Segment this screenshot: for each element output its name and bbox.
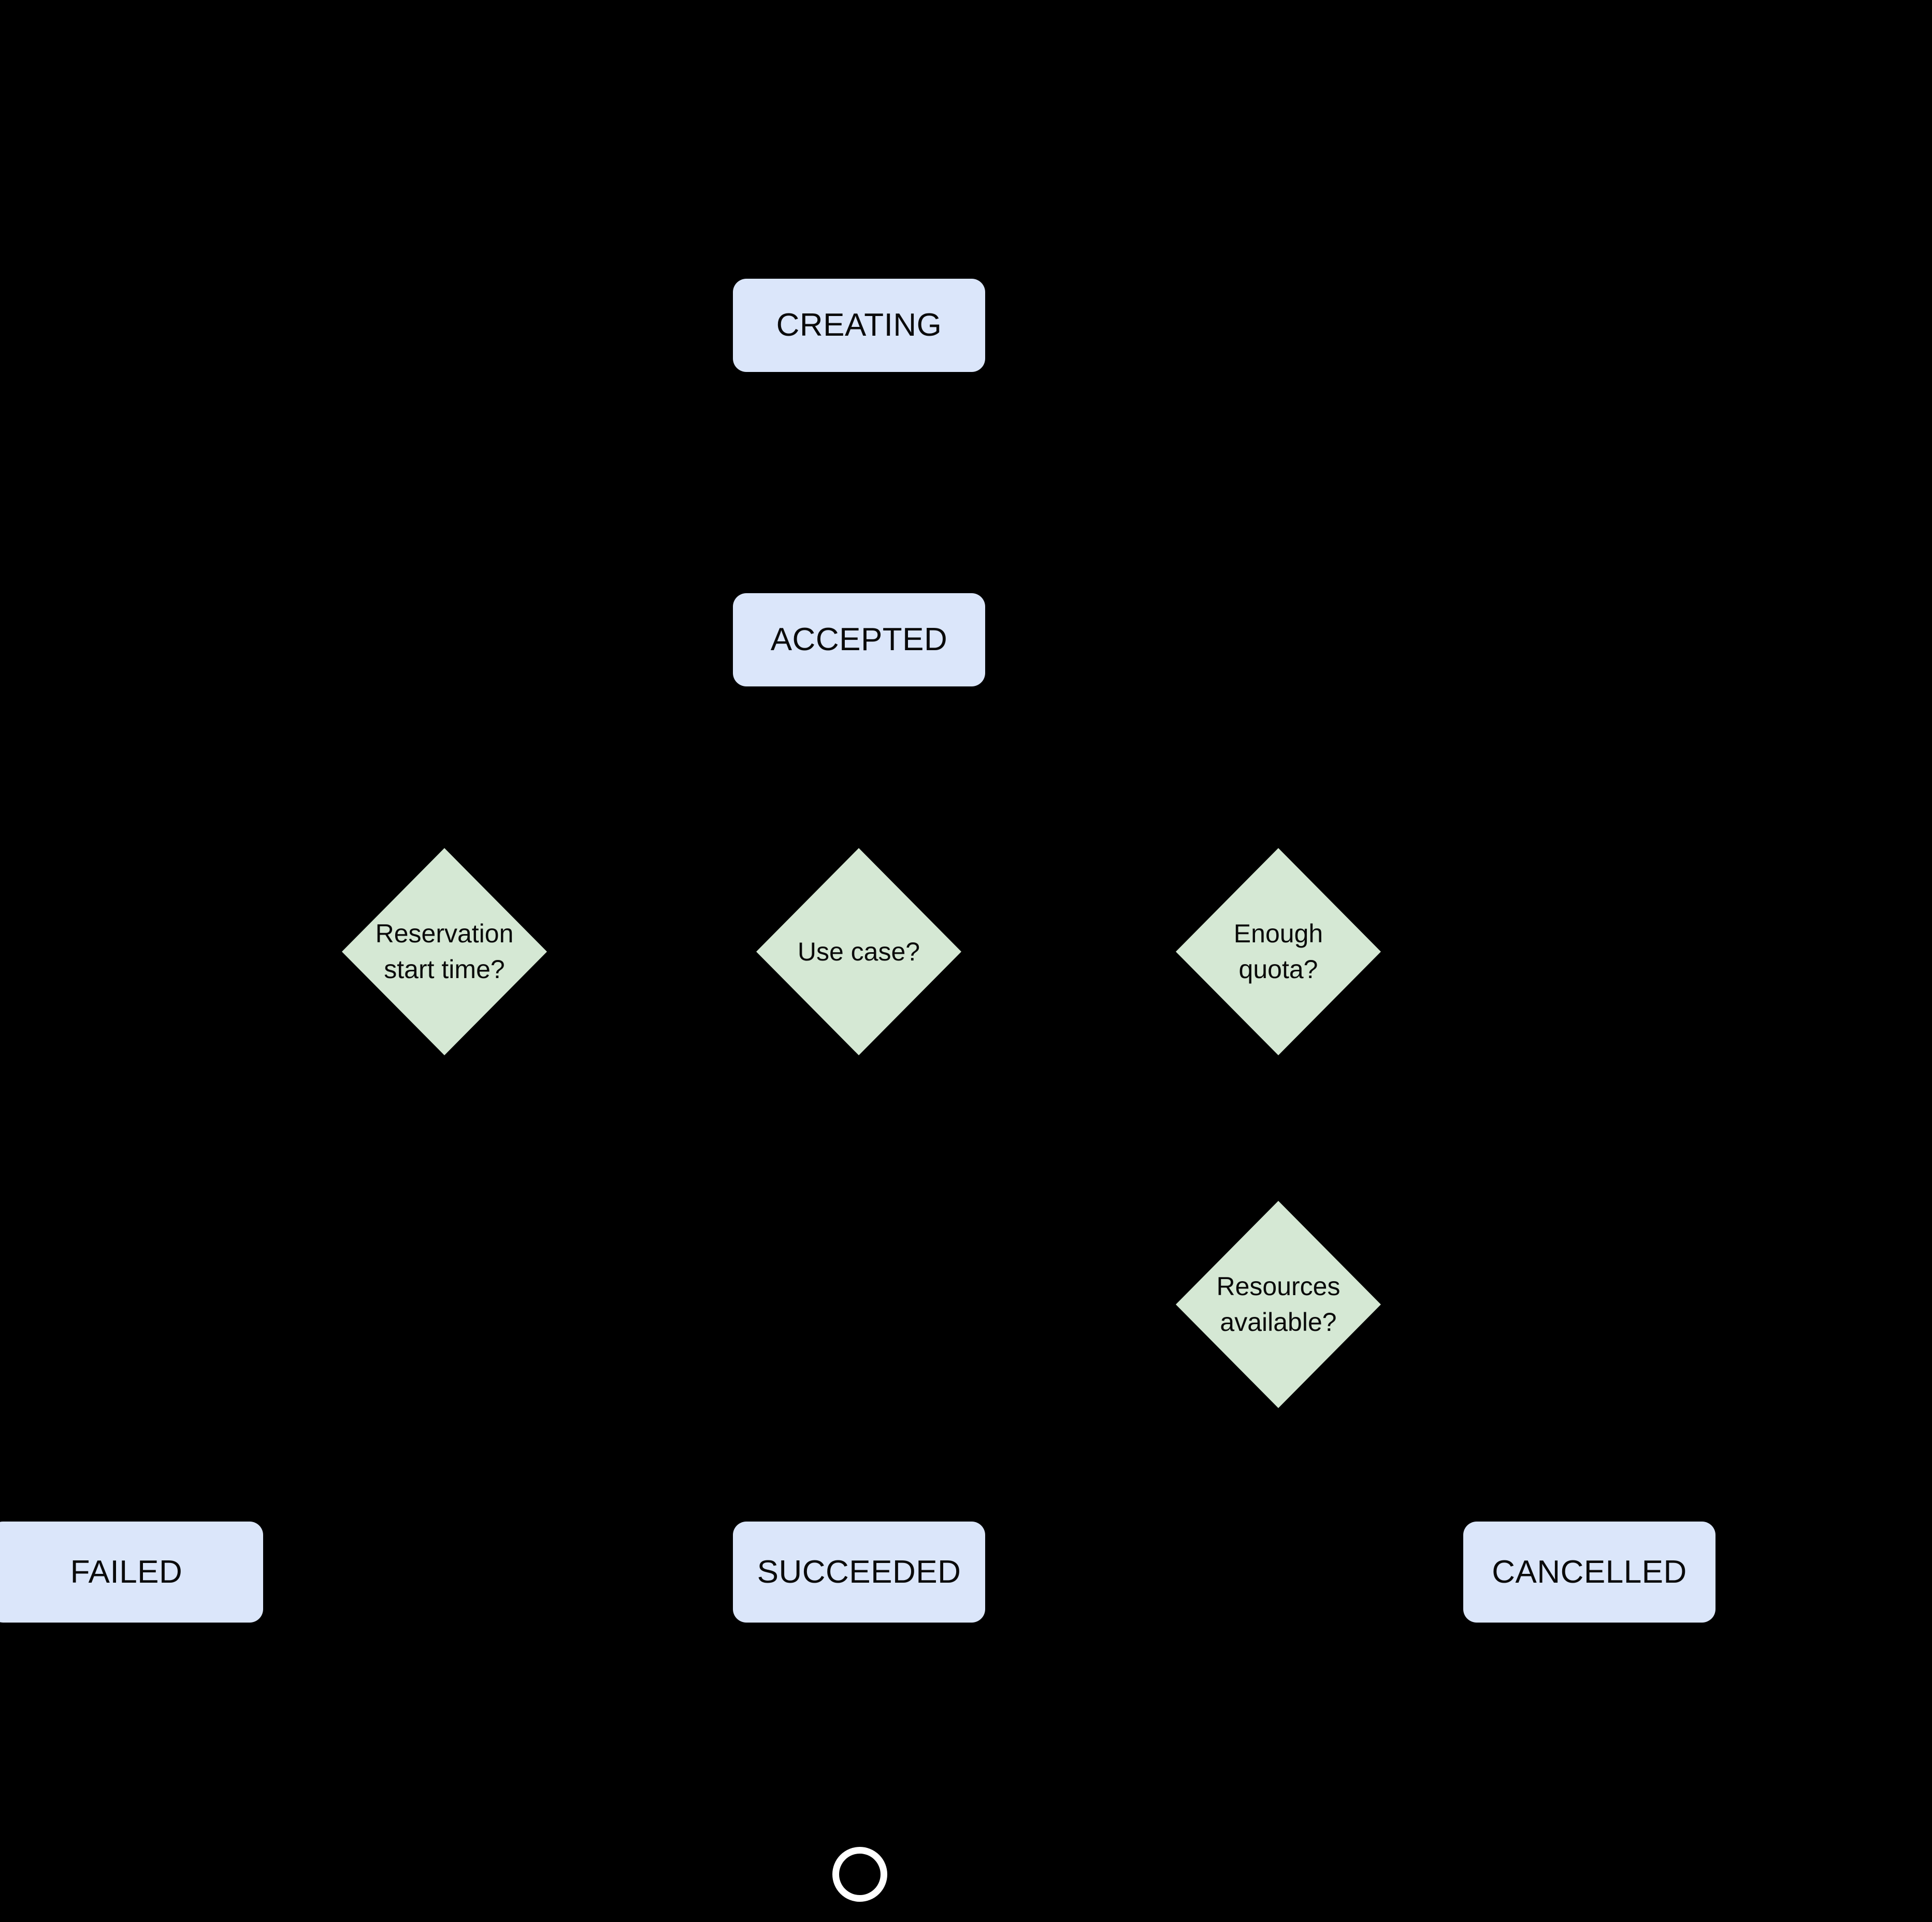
decision-node-enough-quota-label: Enough quota? [1233, 919, 1323, 984]
decision-node-reservation-start-time-label: Reservation start time? [375, 919, 514, 984]
decision-node-use-case[interactable]: Use case? [756, 848, 961, 1055]
edge-reservation-start-time-failed [108, 1055, 446, 1525]
decision-node-use-case-label: Use case? [797, 937, 920, 966]
end-state-circle-icon [832, 1847, 887, 1902]
decision-node-reservation-start-time[interactable]: Reservation start time? [342, 848, 547, 1055]
state-node-creating-label: CREATING [776, 307, 942, 343]
state-node-accepted[interactable]: ACCEPTED [733, 593, 985, 686]
decision-node-resources-available[interactable]: Resources available? [1176, 1201, 1381, 1408]
state-node-cancelled[interactable]: CANCELLED [1463, 1522, 1715, 1623]
edge-accepted-enough-quota [857, 686, 1296, 852]
state-node-succeeded-label: SUCCEEDED [757, 1554, 961, 1590]
state-node-succeeded[interactable]: SUCCEEDED [733, 1522, 985, 1623]
state-node-failed-label: FAILED [70, 1554, 183, 1590]
state-node-cancelled-label: CANCELLED [1492, 1554, 1687, 1590]
edge-resources-available-cancelled [1276, 1408, 1607, 1525]
edge-accepted-reservation-start-time [426, 686, 861, 852]
decision-node-resources-available-label: Resources available? [1216, 1272, 1340, 1337]
decision-node-enough-quota[interactable]: Enough quota? [1176, 848, 1381, 1055]
state-node-accepted-label: ACCEPTED [770, 622, 948, 657]
state-node-failed[interactable]: FAILED [0, 1522, 263, 1623]
state-node-creating[interactable]: CREATING [733, 279, 985, 372]
